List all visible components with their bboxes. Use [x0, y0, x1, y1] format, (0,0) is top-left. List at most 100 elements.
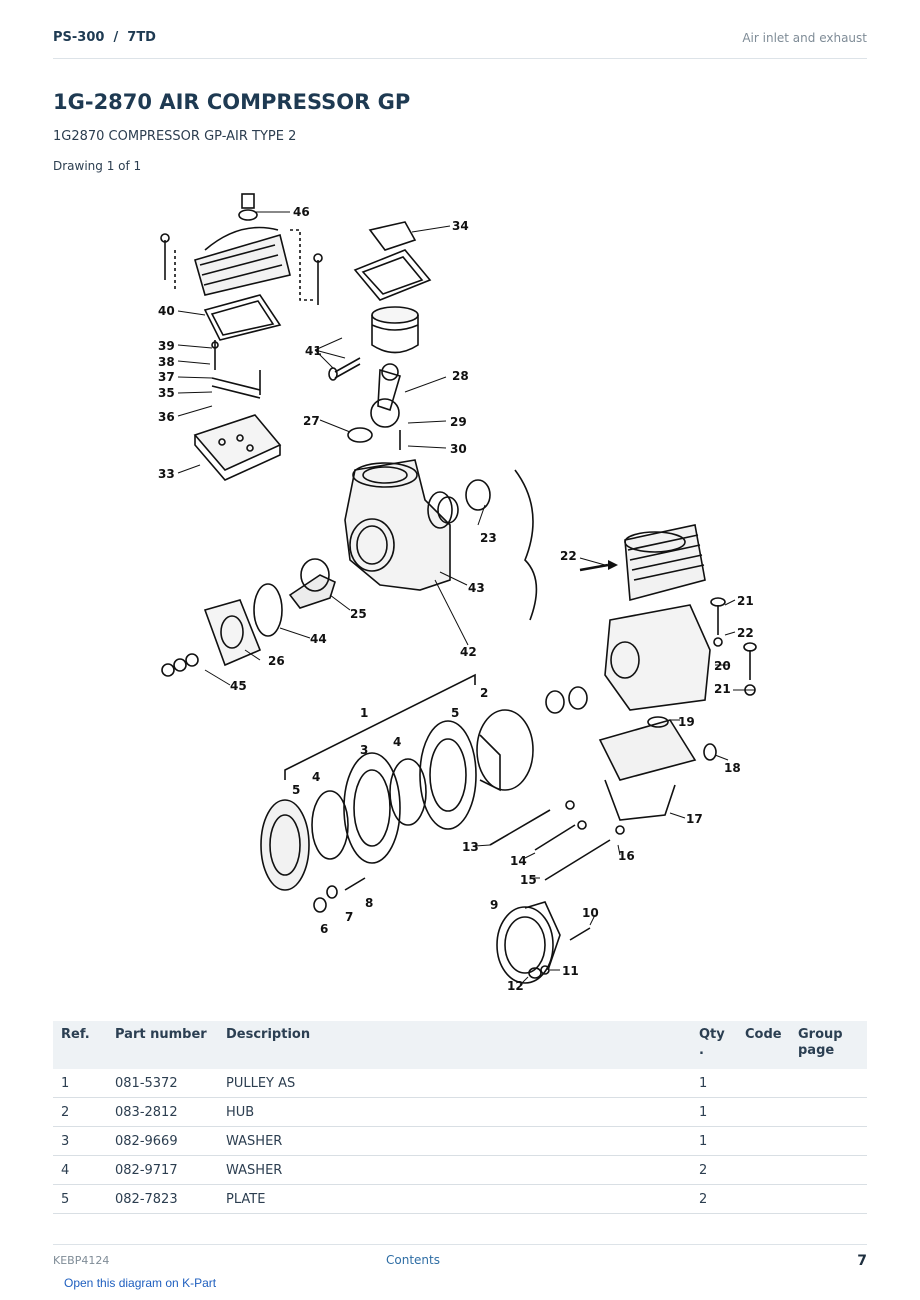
page-header: PS-300 / 7TD Air inlet and exhaust: [53, 28, 867, 59]
callout-28: 26: [268, 654, 285, 668]
page-footer: KEBP4124 Contents 7: [53, 1244, 867, 1275]
col-ref: Ref.: [53, 1021, 107, 1069]
callout-1: 1: [360, 706, 368, 720]
callout-3a: 3: [360, 743, 368, 757]
callout-38: 38: [158, 355, 175, 369]
cell-group-page: [790, 1155, 867, 1185]
cell-group-page: [790, 1097, 867, 1127]
cell-group-page: [790, 1069, 867, 1098]
table-row: 4 082-9717 WASHER 2: [53, 1155, 867, 1185]
callout-4: 4: [312, 770, 320, 784]
callout-30: 28: [452, 369, 469, 383]
callout-27: 25: [350, 607, 367, 621]
cell-ref: 3: [53, 1126, 107, 1156]
callout-22: 21: [737, 594, 754, 608]
cell-description: PULLEY AS: [218, 1069, 691, 1098]
callout-33: 33: [158, 467, 175, 481]
page-title: 1G-2870 AIR COMPRESSOR GP: [53, 90, 411, 114]
cell-part-number: 082-9717: [107, 1155, 218, 1185]
cell-code: [737, 1155, 790, 1185]
callout-36: 36: [158, 410, 175, 424]
callout-9: 9: [490, 898, 498, 912]
callout-37: 37: [158, 370, 175, 384]
col-description: Description: [218, 1021, 691, 1069]
cell-ref: 1: [53, 1069, 107, 1098]
callout-41: 41: [305, 344, 322, 358]
cell-part-number: 082-7823: [107, 1184, 218, 1214]
cell-ref: 4: [53, 1155, 107, 1185]
callout-4a: 4: [393, 735, 401, 749]
cell-group-page: [790, 1184, 867, 1214]
cell-code: [737, 1184, 790, 1214]
parts-table: Ref. Part number Description Qty . Code …: [53, 1021, 867, 1214]
callout-2: 2: [480, 686, 488, 700]
callout-6: 6: [320, 922, 328, 936]
page-number: 7: [857, 1253, 867, 1269]
table-row: 3 082-9669 WASHER 1: [53, 1126, 867, 1156]
col-qty: Qty .: [691, 1021, 737, 1069]
cell-qty: 2: [691, 1184, 737, 1214]
cell-description: WASHER: [218, 1155, 691, 1185]
callout-35: 35: [158, 386, 175, 400]
cell-qty: 2: [691, 1155, 737, 1185]
callout-14: 14: [510, 854, 527, 868]
exploded-parts-diagram: 46 34 40 39 38 37 35 36 33 41 28 27 29 3…: [158, 193, 757, 993]
cell-qty: 1: [691, 1126, 737, 1156]
drawing-count: Drawing 1 of 1: [53, 159, 142, 173]
table-row: 1 081-5372 PULLEY AS 1: [53, 1069, 867, 1098]
callout-10: 10: [582, 906, 599, 920]
callout-43: 43: [468, 581, 485, 595]
callout-39: 39: [158, 339, 175, 353]
callout-8: 8: [365, 896, 373, 910]
callout-23: 22: [737, 626, 754, 640]
col-group-page: Group page: [790, 1021, 867, 1069]
cell-ref: 2: [53, 1097, 107, 1127]
col-part-number: Part number: [107, 1021, 218, 1069]
cell-group-page: [790, 1126, 867, 1156]
callout-21: 21: [714, 682, 731, 696]
model-label: PS-300 / 7TD: [53, 30, 156, 45]
callout-31: 29: [450, 415, 467, 429]
callout-19: 19: [678, 715, 695, 729]
cell-code: [737, 1097, 790, 1127]
table-header-row: Ref. Part number Description Qty . Code …: [53, 1021, 867, 1069]
diagram-callouts: 46 34 40 39 38 37 35 36 33 41 28 27 29 3…: [158, 205, 754, 993]
cell-description: HUB: [218, 1097, 691, 1127]
cell-code: [737, 1069, 790, 1098]
callout-45: 45: [230, 679, 247, 693]
callout-17: 17: [686, 812, 703, 826]
callout-16: 16: [618, 849, 635, 863]
cell-part-number: 082-9669: [107, 1126, 218, 1156]
cell-code: [737, 1126, 790, 1156]
table-row: 5 082-7823 PLATE 2: [53, 1184, 867, 1214]
callout-42: 42: [460, 645, 477, 659]
cell-part-number: 083-2812: [107, 1097, 218, 1127]
callout-26: 23: [480, 531, 497, 545]
col-code: Code: [737, 1021, 790, 1069]
callout-32: 30: [450, 442, 467, 456]
callout-20: 20: [714, 659, 731, 673]
cell-ref: 5: [53, 1184, 107, 1214]
open-on-kpart-link[interactable]: Open this diagram on K-Part: [64, 1276, 217, 1290]
callout-15: 15: [520, 873, 537, 887]
callout-25: 22: [560, 549, 577, 563]
callout-40: 40: [158, 304, 175, 318]
table-row: 2 083-2812 HUB 1: [53, 1097, 867, 1127]
callout-46: 46: [293, 205, 310, 219]
callout-11: 11: [562, 964, 579, 978]
callout-5a: 5: [451, 706, 459, 720]
document-id: KEBP4124: [53, 1254, 110, 1267]
callout-44: 44: [310, 632, 327, 646]
callout-29: 27: [303, 414, 320, 428]
section-label: Air inlet and exhaust: [742, 31, 867, 45]
cell-part-number: 081-5372: [107, 1069, 218, 1098]
cell-description: PLATE: [218, 1184, 691, 1214]
cell-qty: 1: [691, 1097, 737, 1127]
callout-34: 34: [452, 219, 469, 233]
cell-qty: 1: [691, 1069, 737, 1098]
callout-12: 12: [507, 979, 524, 993]
callout-13: 13: [462, 840, 479, 854]
callout-7: 7: [345, 910, 353, 924]
callout-18: 18: [724, 761, 741, 775]
contents-link[interactable]: Contents: [386, 1253, 440, 1267]
